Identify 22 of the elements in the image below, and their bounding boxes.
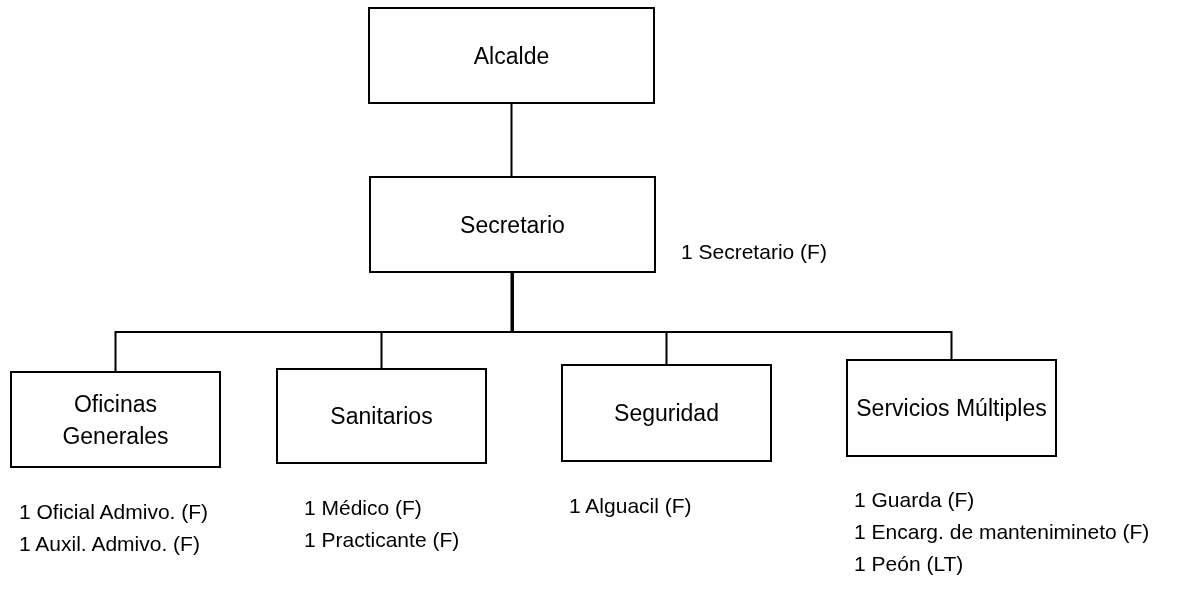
staff-note: 1 Alguacil (F) bbox=[569, 493, 692, 519]
staff-note: 1 Practicante (F) bbox=[304, 527, 460, 553]
node-title: Secretario bbox=[460, 210, 565, 240]
org-box bbox=[846, 359, 1057, 457]
org-box bbox=[561, 364, 772, 462]
staff-note: 1 Secretario (F) bbox=[681, 239, 827, 265]
staff-note: 1 Peón (LT) bbox=[854, 551, 965, 577]
connector-line bbox=[511, 272, 953, 360]
org-box bbox=[368, 7, 655, 104]
node-title: Servicios Múltiples bbox=[856, 394, 1047, 423]
staff-note: 1 Encarg. de mantenimineto (F) bbox=[854, 519, 1150, 545]
staff-note: 1 Oficial Admivo. (F) bbox=[19, 499, 209, 525]
org-box bbox=[276, 368, 487, 464]
staff-note: 1 Guarda (F) bbox=[854, 487, 976, 513]
org-box bbox=[10, 371, 221, 468]
node-title: Alcalde bbox=[473, 41, 550, 71]
org-box bbox=[369, 176, 656, 273]
node-title: Oficinas Generales bbox=[61, 389, 170, 451]
node-title: Seguridad bbox=[614, 399, 719, 428]
staff-note: 1 Médico (F) bbox=[304, 495, 423, 521]
staff-note: 1 Auxil. Admivo. (F) bbox=[19, 531, 201, 557]
node-title: Sanitarios bbox=[330, 402, 433, 431]
